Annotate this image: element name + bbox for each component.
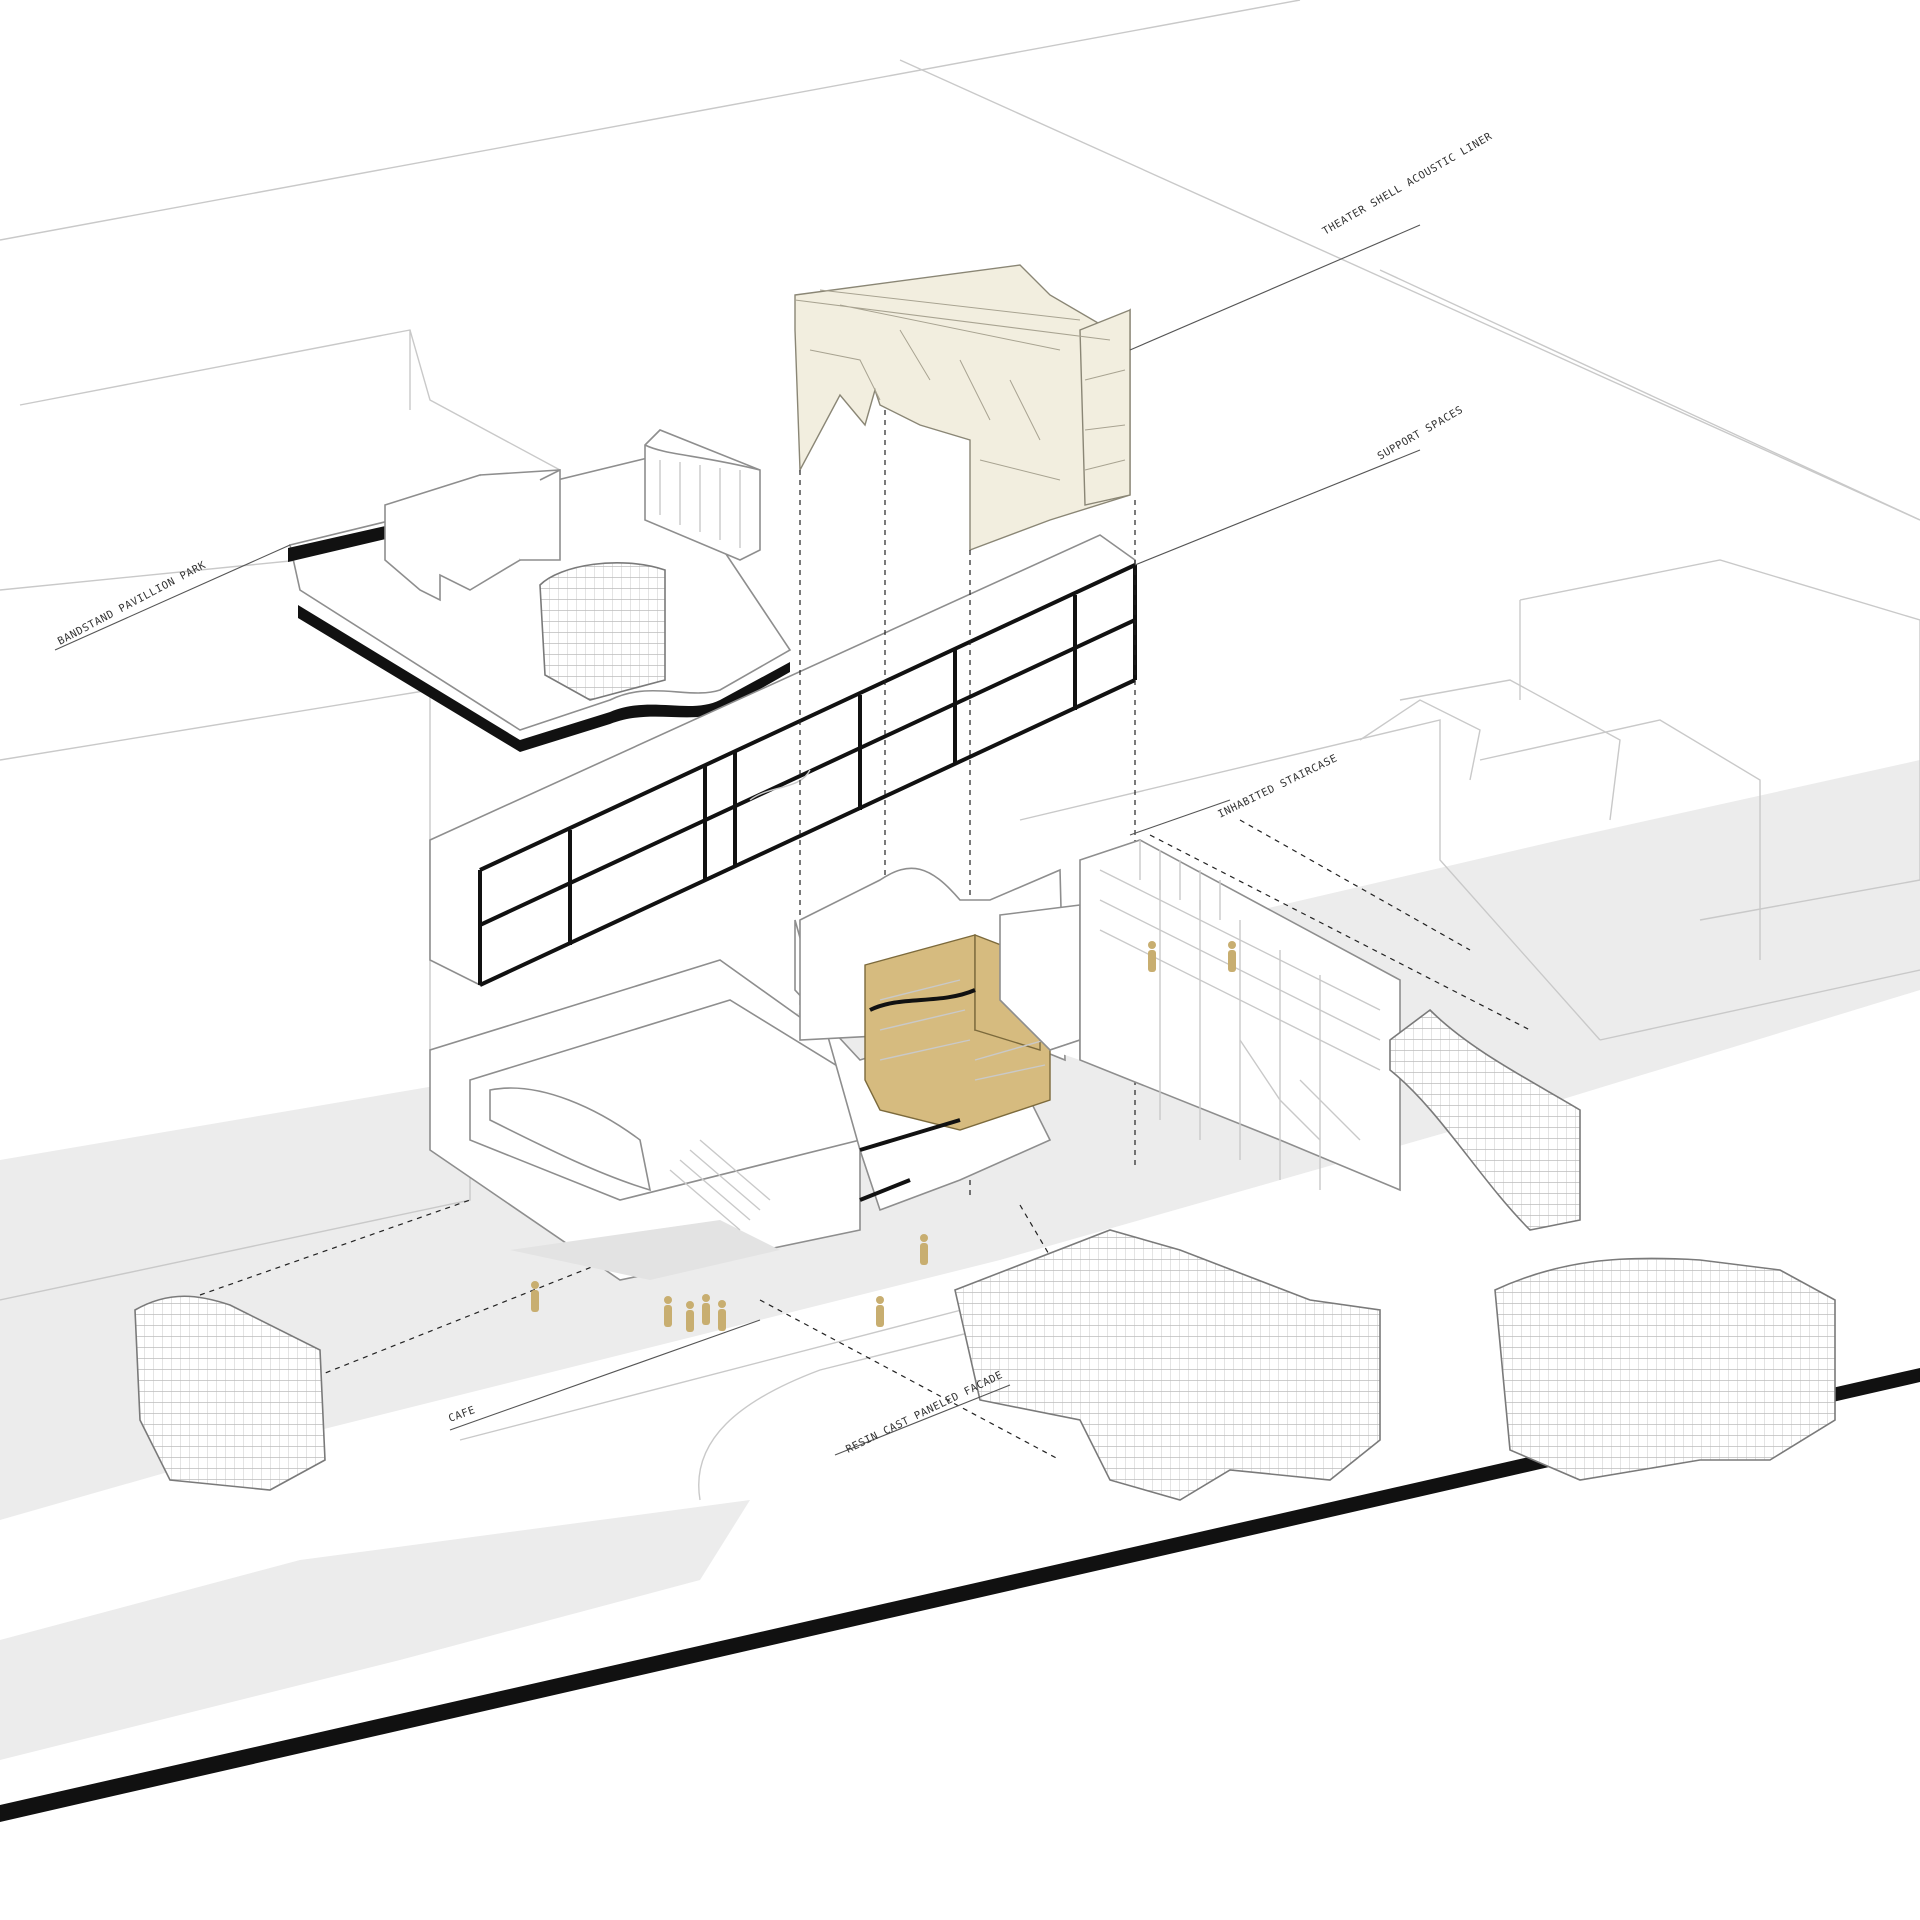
context-buildings xyxy=(0,0,1920,1050)
support-spaces-bar xyxy=(429,534,1137,987)
ground-floor-base xyxy=(429,959,861,1281)
projection-lines xyxy=(199,410,1531,1461)
label-theater-liner: THEATER SHELL ACOUSTIC LINER xyxy=(1321,130,1495,237)
leader-lines xyxy=(54,224,1421,1456)
label-inhabited-staircase: INHABITED STAIRCASE xyxy=(1216,752,1339,820)
theater-volume xyxy=(794,867,1081,1212)
people-figures xyxy=(531,941,1236,1332)
label-support-spaces: SUPPORT SPACES xyxy=(1376,404,1466,463)
theater-shell-acoustic-liner xyxy=(794,264,1131,552)
label-bandstand-park: BANDSTAND PAVILLION PARK xyxy=(56,559,208,648)
bandstand-pavilion-park xyxy=(288,429,792,752)
resin-cast-facade-panels xyxy=(134,1008,1836,1501)
label-resin-facade: RESIN CAST PANELED FACADE xyxy=(844,1369,1005,1456)
street-curb-line xyxy=(0,1368,1920,1822)
inhabited-staircase xyxy=(1079,839,1401,1192)
